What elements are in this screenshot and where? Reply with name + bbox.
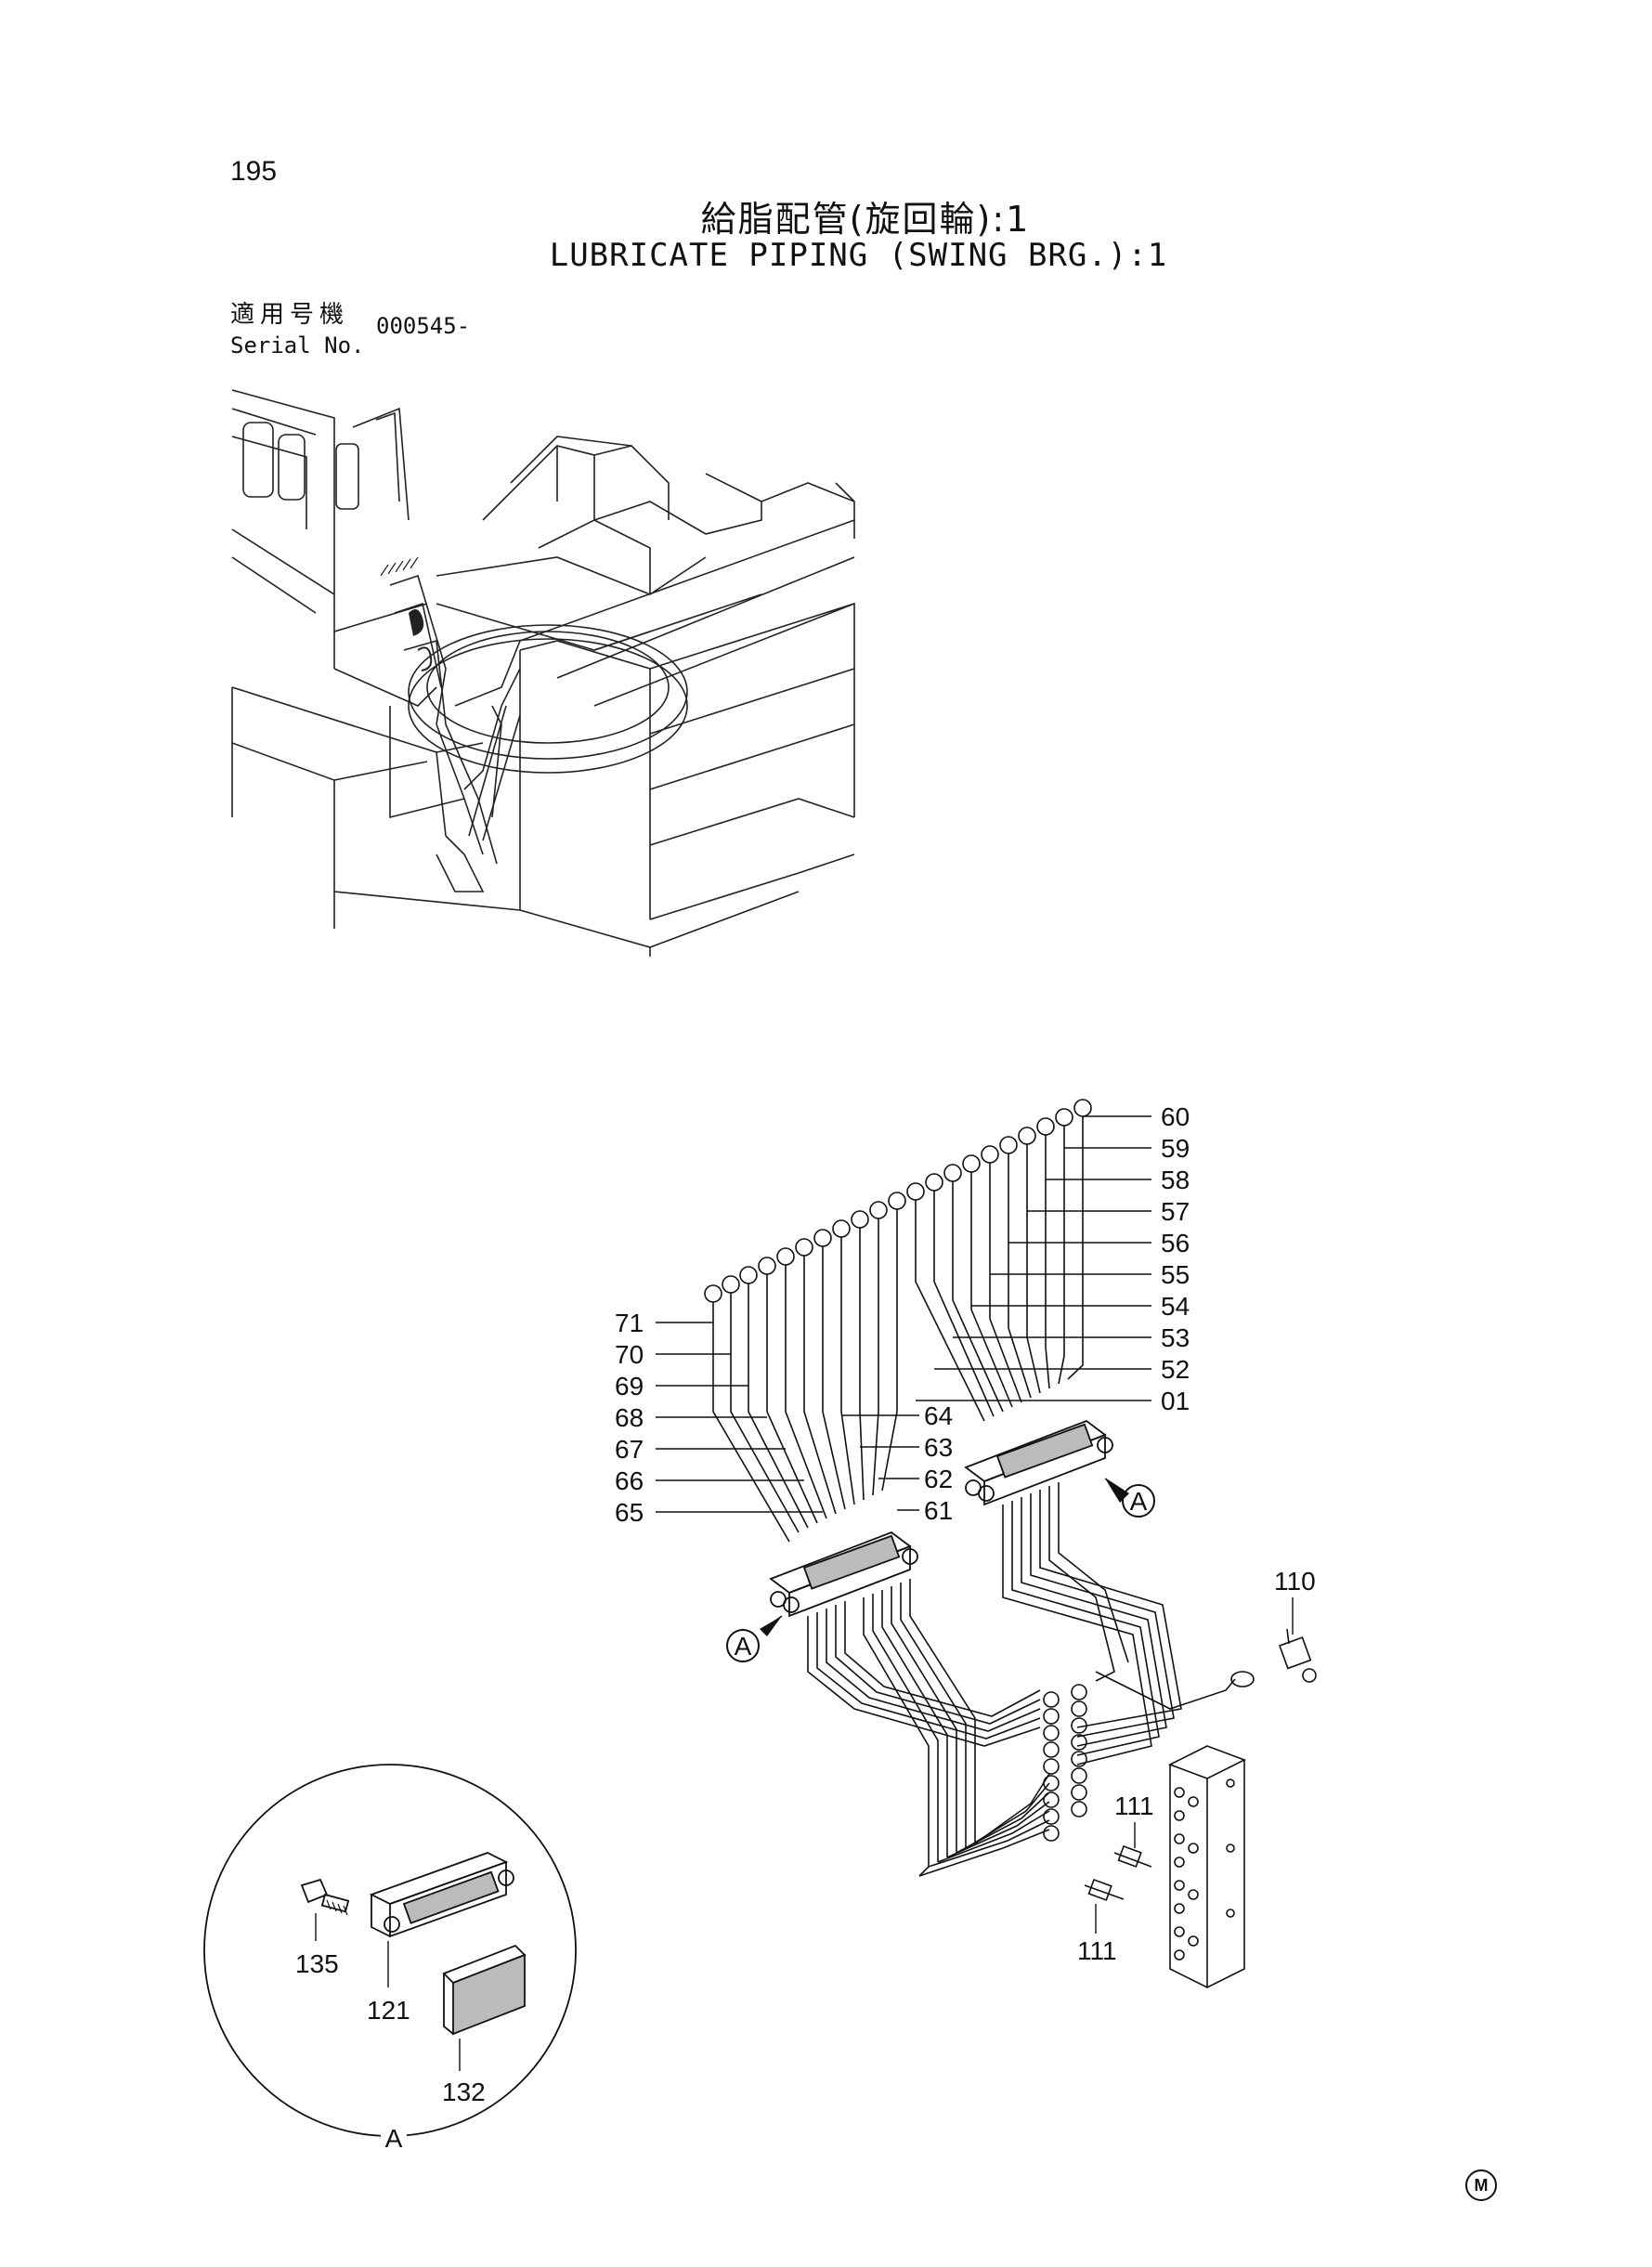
callout-54: 54	[1161, 1292, 1190, 1321]
part-label-111-upper: 111	[1114, 1791, 1154, 1820]
svg-text:A: A	[735, 1632, 752, 1661]
detail-view-a	[203, 1764, 577, 2137]
view-marker-left: A	[726, 1615, 783, 1662]
callout-69: 69	[615, 1372, 644, 1401]
callout-64: 64	[924, 1401, 953, 1430]
callout-71: 71	[615, 1309, 644, 1337]
hose-to-elbow	[1095, 1671, 1236, 1710]
callout-58: 58	[1161, 1166, 1190, 1194]
title-english: LUBRICATE PIPING (SWING BRG.):1	[549, 237, 1168, 274]
callout-62: 62	[924, 1465, 953, 1493]
detail-view-label: A	[385, 2124, 403, 2153]
right-manifold-output-pipes	[1002, 1482, 1182, 1765]
callout-66: 66	[615, 1466, 644, 1495]
leader-lines-left	[656, 1322, 823, 1513]
callouts-right: 60 59 58 57 56 55 54 53 52 01	[1161, 1102, 1190, 1415]
callout-01: 01	[1161, 1387, 1190, 1415]
callout-55: 55	[1161, 1260, 1190, 1289]
part-label-110: 110	[1274, 1567, 1316, 1596]
serial-label-english: Serial No.	[230, 332, 365, 358]
callout-63: 63	[924, 1433, 953, 1462]
callout-67: 67	[615, 1435, 644, 1464]
left-manifold-output-pipes	[807, 1579, 1050, 1877]
plate-132	[442, 1944, 527, 2036]
part-110-elbow	[1230, 1628, 1317, 1687]
callout-70: 70	[615, 1340, 644, 1369]
distribution-block	[1168, 1745, 1246, 1988]
callouts-mid: 64 63 62 61	[924, 1401, 953, 1525]
part-label-132: 132	[442, 2078, 486, 2106]
callout-56: 56	[1161, 1229, 1190, 1257]
callout-65: 65	[615, 1498, 644, 1527]
lubricate-piping-diagram	[704, 1099, 1317, 1988]
right-manifold	[964, 1419, 1113, 1506]
callout-61: 61	[924, 1496, 953, 1525]
part-111-fittings	[1084, 1844, 1152, 1901]
leader-lines-right	[916, 1115, 1151, 1401]
callout-57: 57	[1161, 1197, 1190, 1226]
center-fitting-stack	[1043, 1684, 1087, 1842]
part-label-135: 135	[295, 1949, 339, 1978]
left-manifold	[769, 1531, 918, 1618]
grease-nipple-fittings	[704, 1099, 1092, 1303]
callout-68: 68	[615, 1403, 644, 1432]
part-label-111-lower: 111	[1077, 1936, 1117, 1965]
title-japanese: 給脂配管(旋回輪):1	[700, 199, 1031, 240]
bolt-135	[300, 1878, 350, 1916]
plate-121	[369, 1852, 514, 1938]
serial-label-japanese: 適用号機	[230, 301, 350, 329]
callout-53: 53	[1161, 1323, 1190, 1352]
view-marker-right: A	[1104, 1478, 1155, 1518]
left-pipe-group	[712, 1209, 898, 1543]
leader-lines-mid	[841, 1414, 919, 1511]
callout-59: 59	[1161, 1134, 1190, 1163]
part-label-121: 121	[367, 1996, 410, 2025]
right-pipe-group	[915, 1116, 1084, 1422]
callout-52: 52	[1161, 1355, 1190, 1384]
page-number: 195	[230, 156, 278, 187]
machine-overview-illustration	[231, 389, 855, 957]
serial-number-value: 000545-	[376, 313, 471, 339]
callouts-left: 71 70 69 68 67 66 65	[615, 1309, 644, 1527]
corner-mark: M	[1465, 2169, 1497, 2201]
callout-60: 60	[1161, 1102, 1190, 1131]
svg-text:A: A	[1130, 1487, 1148, 1516]
